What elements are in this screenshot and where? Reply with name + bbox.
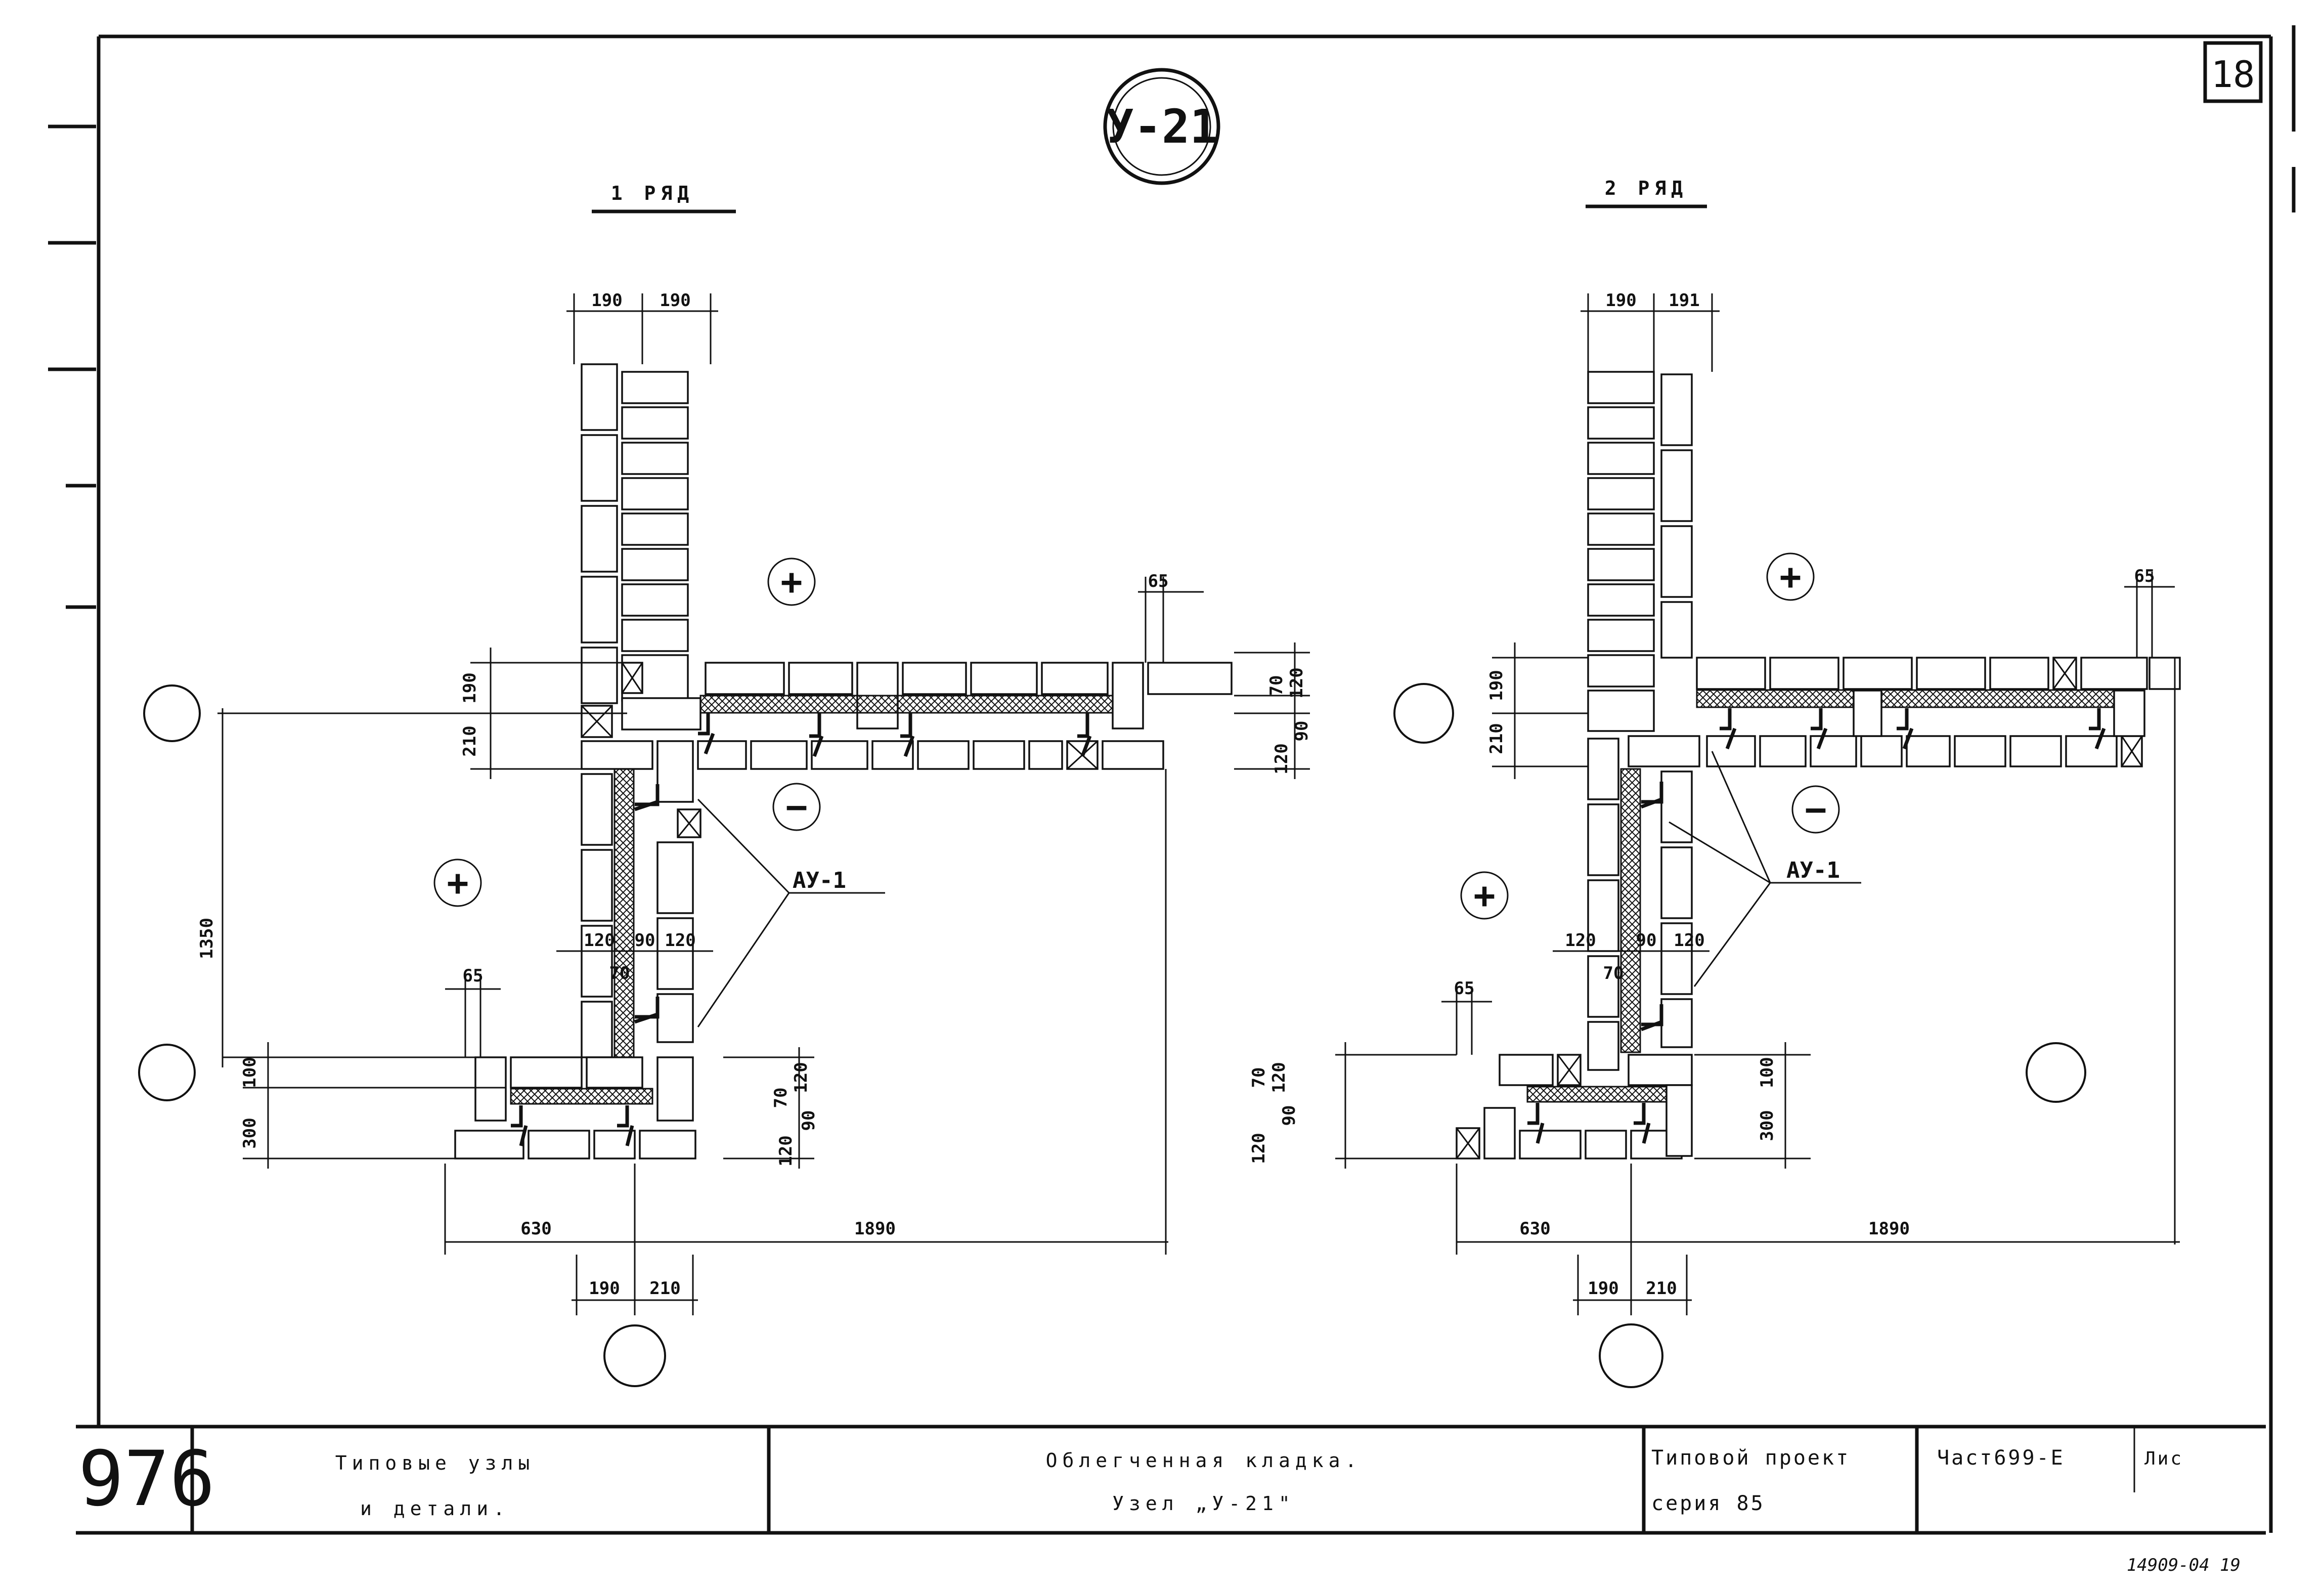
vertical-wall-bricks (1587, 371, 1693, 732)
dim-v-100: 100 (1757, 1057, 1777, 1088)
dim-b-120b: 120 (776, 1135, 796, 1166)
dim-mid-90: 90 (635, 930, 655, 951)
dim-r-120: 120 (1287, 667, 1307, 698)
dim-top-190b: 190 (660, 290, 690, 311)
section-title-line1: Типовые узлы (335, 1452, 535, 1474)
dim-l-120: 120 (1269, 1062, 1289, 1093)
zone-plus-sign: + (780, 561, 802, 603)
dim-v-300: 300 (1757, 1110, 1777, 1141)
zone-plus-marker (433, 858, 482, 907)
dim-mid-120a: 120 (1565, 930, 1596, 951)
page-number: 18 (2211, 53, 2255, 96)
part-label: Част699-Е (1937, 1446, 2065, 1470)
dim-v-300: 300 (240, 1118, 260, 1148)
anchor-label: АУ-1 (793, 868, 846, 893)
dim-bottom-190: 190 (1588, 1278, 1618, 1299)
node-badge: У-21 (1103, 68, 1220, 185)
dim-bottom-630: 630 (520, 1219, 551, 1239)
dim-bottom-1890: 1890 (1868, 1219, 1910, 1239)
dim-b-90: 90 (799, 1110, 819, 1131)
dim-v-190: 190 (460, 672, 480, 703)
axis-marker (143, 684, 201, 742)
zone-minus-marker (1791, 785, 1840, 834)
dim-v-210: 210 (460, 725, 480, 756)
node-badge-label: У-21 (1106, 100, 1218, 154)
dim-mid-120b: 120 (665, 930, 695, 951)
zone-plus-sign: + (1779, 555, 1801, 598)
title-block: 976 Типовые узлы и детали. Облегченная к… (78, 1427, 2183, 1533)
dim-b-70: 70 (771, 1088, 791, 1108)
drawing-title-line1: Облегченная кладка. (1046, 1449, 1362, 1472)
dim-b-120: 120 (791, 1062, 811, 1093)
archive-code: 14909-04 19 (2127, 1555, 2241, 1575)
dim-mid-120a: 120 (584, 930, 615, 951)
dim-bottom-630: 630 (1519, 1219, 1550, 1239)
side-number: 976 (78, 1435, 215, 1523)
plan-row2: 190 191 190 210 65 65 100 300 (1249, 290, 2181, 1388)
dim-bottom-210: 210 (649, 1278, 680, 1299)
dim-v-100: 100 (240, 1057, 260, 1088)
dim-v-210: 210 (1486, 723, 1507, 754)
zone-plus-marker (1460, 871, 1509, 920)
dim-r-70: 70 (1266, 675, 1287, 696)
zone-plus-sign: + (447, 862, 468, 904)
dim-h-65-top: 65 (1148, 571, 1169, 591)
dim-h-65-top: 65 (2134, 566, 2155, 586)
horizontal-wall-bricks (581, 662, 1233, 770)
axis-marker (138, 1044, 196, 1101)
axis-marker (603, 1324, 666, 1387)
section-title-line2: и детали. (360, 1497, 510, 1520)
dim-l-120b: 120 (1249, 1133, 1269, 1164)
zone-plus-marker (767, 557, 816, 606)
dim-h-65-left: 65 (463, 966, 484, 986)
zone-minus-sign: − (1805, 788, 1826, 831)
dim-mid-90: 90 (1636, 930, 1657, 951)
anchor-label: АУ-1 (1786, 857, 1840, 883)
zone-minus-sign: − (785, 786, 807, 828)
sheet-frame (48, 25, 2296, 1535)
dim-bottom-190: 190 (589, 1278, 620, 1299)
view-title-row1: 1 РЯД (611, 182, 694, 204)
zone-plus-marker (1766, 552, 1815, 601)
dim-bottom-210: 210 (1646, 1278, 1677, 1299)
axis-marker (1393, 683, 1454, 744)
zone-minus-marker (772, 783, 821, 831)
zone-plus-sign: + (1473, 874, 1495, 917)
dim-mid-70: 70 (609, 963, 630, 983)
dim-h-65-left: 65 (1454, 978, 1475, 999)
dim-v-190: 190 (1486, 670, 1507, 701)
project-line1: Типовой проект (1651, 1446, 1850, 1470)
dim-mid-70: 70 (1603, 963, 1624, 983)
dim-top-190a: 190 (1605, 290, 1636, 311)
dim-bottom-1890: 1890 (854, 1219, 896, 1239)
dim-top-190a: 190 (591, 290, 622, 311)
view-title-row2: 2 РЯД (1605, 177, 1688, 199)
dim-r-120b: 120 (1271, 743, 1292, 774)
sheet-abbr: Лис (2144, 1448, 2183, 1469)
dim-v-1350: 1350 (197, 918, 217, 959)
page-number-box: 18 (2203, 41, 2263, 103)
axis-marker (1599, 1323, 1663, 1388)
dim-mid-120b: 120 (1674, 930, 1704, 951)
dim-l-70: 70 (1249, 1067, 1269, 1088)
axis-marker (2026, 1042, 2086, 1103)
project-line2: серия 85 (1651, 1492, 1765, 1515)
dimensions-row2: 190 191 190 210 65 65 100 300 (1249, 290, 2180, 1315)
vertical-wall-bricks (581, 363, 689, 704)
dim-r-90: 90 (1292, 721, 1312, 742)
dim-l-90: 90 (1279, 1105, 1299, 1126)
dim-top-190b: 191 (1669, 290, 1699, 311)
drawing-title-line2: Узел „У-21" (1112, 1492, 1295, 1515)
plan-row1: 190 190 190 210 1350 100 300 65 65 (138, 290, 1312, 1387)
dimensions-row1: 190 190 190 210 1350 100 300 65 65 (197, 290, 1312, 1315)
